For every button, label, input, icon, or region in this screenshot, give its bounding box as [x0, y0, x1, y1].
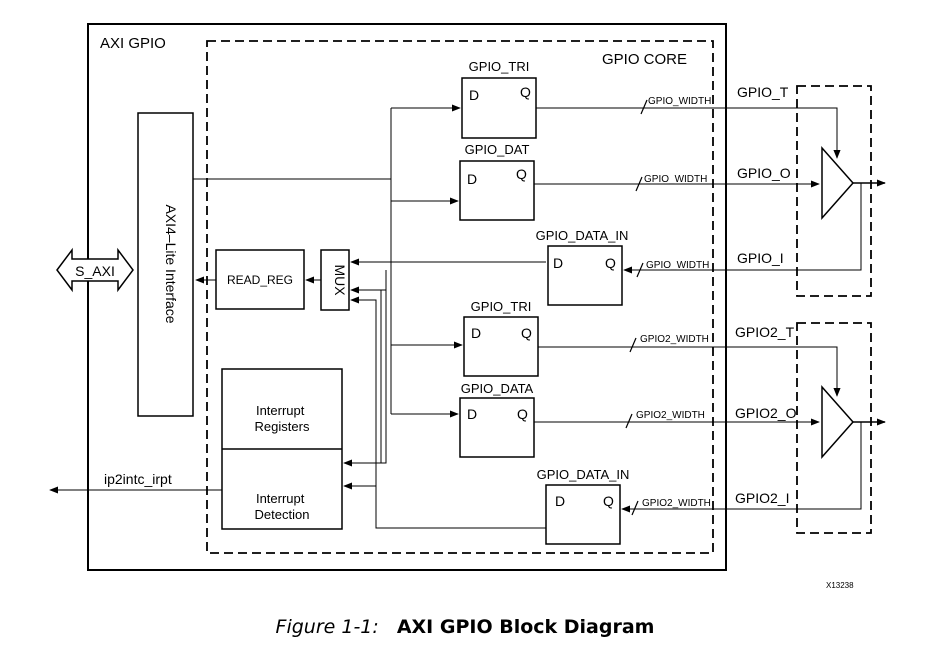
signal-gpio-i: GPIO_I: [737, 250, 784, 266]
slash-gpio-i: [636, 262, 644, 278]
svg-text:GPIO_TRI: GPIO_TRI: [469, 59, 530, 74]
svg-text:Q: Q: [605, 255, 616, 271]
svg-text:GPIO_DAT: GPIO_DAT: [465, 142, 530, 157]
register-gpio2-data: GPIO_DATA D Q: [459, 381, 535, 458]
channel2-buffer-region: [796, 322, 872, 534]
slash-gpio-o: [635, 176, 643, 192]
bus-gpio2-t: [538, 346, 841, 397]
gpio-core-label: GPIO CORE: [602, 51, 687, 68]
bus-gpio2-i: [621, 422, 862, 513]
register-gpio-tri: GPIO_TRI D Q: [461, 59, 537, 139]
read-reg-block: [215, 249, 305, 310]
svg-text:Q: Q: [517, 406, 528, 422]
figure-number: Figure 1-1:: [275, 616, 379, 638]
svg-text:D: D: [553, 255, 563, 271]
signal-gpio2-t: GPIO2_T: [735, 324, 795, 340]
gpio2-data-in-to-mux: [350, 296, 546, 529]
figure-ref-id: X13238: [826, 581, 854, 590]
mux-label: MUX: [332, 264, 348, 296]
figure-title: AXI GPIO Block Diagram: [396, 616, 655, 638]
slash-gpio-t: [640, 99, 648, 115]
svg-text:D: D: [555, 493, 565, 509]
svg-text:D: D: [467, 406, 477, 422]
svg-text:GPIO_TRI: GPIO_TRI: [471, 299, 532, 314]
svg-text:D: D: [467, 171, 477, 187]
slash-gpio2-t: [629, 337, 637, 353]
bus-gpio-i: [623, 183, 862, 274]
read-reg-label: READ_REG: [227, 273, 293, 287]
s-axi-label: S_AXI: [75, 263, 115, 279]
read-bus-to-interrupt-regs: [343, 290, 387, 467]
register-gpio2-data-in: GPIO_DATA_IN D Q: [537, 467, 630, 545]
figure-caption: Figure 1-1: AXI GPIO Block Diagram: [0, 616, 930, 638]
svg-text:GPIO_DATA_IN: GPIO_DATA_IN: [537, 467, 630, 482]
svg-text:Q: Q: [521, 325, 532, 341]
width-gpio-t: GPIO_WIDTH: [648, 96, 711, 107]
register-gpio-dat: GPIO_DAT D Q: [459, 142, 535, 221]
axi4-lite-interface-block: [137, 112, 194, 417]
s-axi-arrow: [56, 247, 134, 293]
signal-gpio-o: GPIO_O: [737, 165, 791, 181]
ip2intc-label: ip2intc_irpt: [104, 471, 172, 487]
width-gpio-o: GPIO_WIDTH: [644, 174, 707, 185]
svg-text:GPIO_DATA_IN: GPIO_DATA_IN: [536, 228, 629, 243]
channel1-buffer-triangle: [821, 146, 855, 220]
svg-text:Q: Q: [603, 493, 614, 509]
mux-block: [320, 249, 350, 311]
axi4-lite-label: AXI4–Lite Interface: [163, 204, 179, 323]
svg-text:D: D: [469, 87, 479, 103]
signal-gpio2-i: GPIO2_I: [735, 490, 789, 506]
svg-text:GPIO_DATA: GPIO_DATA: [461, 381, 534, 396]
width-gpio-i: GPIO_WIDTH: [646, 260, 709, 271]
gpio-core-box: [206, 40, 714, 554]
svg-text:Q: Q: [520, 84, 531, 100]
slash-gpio2-i: [631, 500, 639, 516]
signal-gpio-t: GPIO_T: [737, 84, 789, 100]
channel1-buffer-region: [796, 85, 872, 297]
svg-text:D: D: [471, 325, 481, 341]
signal-gpio2-o: GPIO2_O: [735, 405, 797, 421]
register-gpio-data-in: GPIO_DATA_IN D Q: [536, 228, 629, 306]
svg-text:Q: Q: [516, 166, 527, 182]
register-gpio2-tri: GPIO_TRI D Q: [463, 299, 539, 377]
interrupt-registers-label: Interrupt Registers: [255, 403, 310, 434]
slash-gpio2-o: [625, 413, 633, 429]
bus-gpio-t: [536, 107, 841, 159]
channel2-buffer-triangle: [821, 385, 855, 459]
axi-gpio-label: AXI GPIO: [100, 35, 166, 52]
interrupt-detection-label: Interrupt Detection: [255, 491, 310, 522]
width-gpio2-o: GPIO2_WIDTH: [636, 410, 705, 421]
width-gpio2-i: GPIO2_WIDTH: [642, 498, 711, 509]
width-gpio2-t: GPIO2_WIDTH: [640, 334, 709, 345]
